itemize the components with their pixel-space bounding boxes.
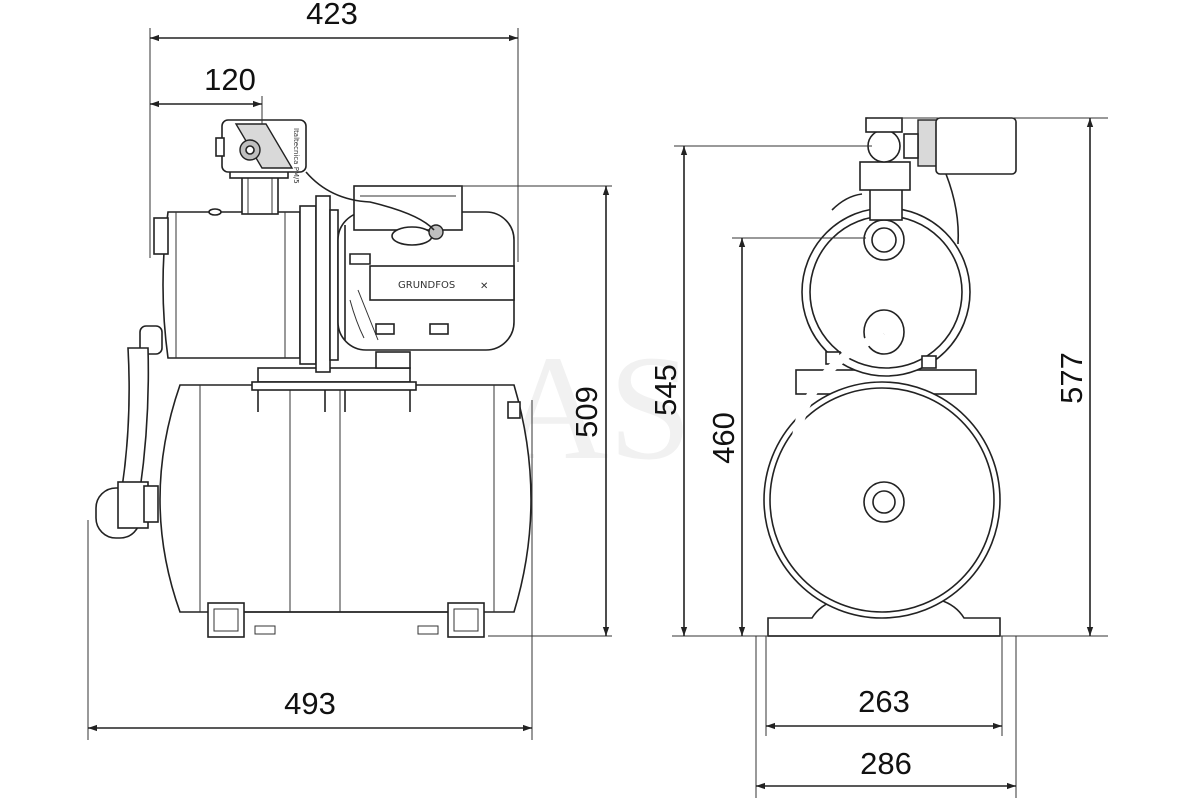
tank-foot-left [207,602,245,638]
dim-switch-offset: 120 [150,62,262,108]
brand-plate [369,265,515,301]
dim-height-motor-label: 509 [569,386,604,438]
tank-foot-right [447,602,485,638]
pressure-switch-front: Italtecnica PM/5 [215,119,435,231]
tank-front [159,384,532,638]
dim-height-outlet: 460 [706,238,746,636]
dim-switch-offset-label: 120 [204,62,256,97]
dim-width-top: 423 [150,0,518,42]
dim-height-switch-side-label: 545 [648,364,683,416]
pump-volute-side [801,207,971,377]
dimensions: 423 120 509 493 545 460 577 [87,0,1108,798]
dim-width-base: 493 [88,686,532,732]
pressure-switch-side [831,117,1017,245]
inlet-port [863,309,905,355]
brand-mark-icon: ✕ [480,281,488,292]
hose-side [789,329,905,529]
motor: GRUNDFOS ✕ [337,185,515,351]
brand-logo: GRUNDFOS [398,280,455,291]
mounting-bracket [251,351,417,412]
dim-width-top-label: 423 [306,0,358,31]
dim-height-motor: 509 [569,186,610,636]
switch-label: Italtecnica PM/5 [292,128,300,184]
front-view: GRUNDFOS ✕ Italtecnica PM/5 [95,119,532,638]
dim-depth-feet-label: 263 [858,684,910,719]
pump-body [153,195,339,373]
pressure-switch-box-side [935,117,1017,175]
dim-height-switch-side: 545 [648,146,688,636]
dim-height-total-label: 577 [1054,352,1089,404]
dim-depth-total-label: 286 [860,746,912,781]
terminal-box [353,185,463,231]
dim-depth-feet: 263 [766,684,1002,730]
dim-height-total: 577 [1054,118,1094,636]
dim-depth-total: 286 [756,746,1016,790]
suction-hose [95,325,163,539]
outlet-port [863,219,905,261]
side-view [763,117,1017,637]
dim-height-outlet-label: 460 [706,412,741,464]
dim-width-base-label: 493 [284,686,336,721]
switch-fitting [241,175,279,215]
